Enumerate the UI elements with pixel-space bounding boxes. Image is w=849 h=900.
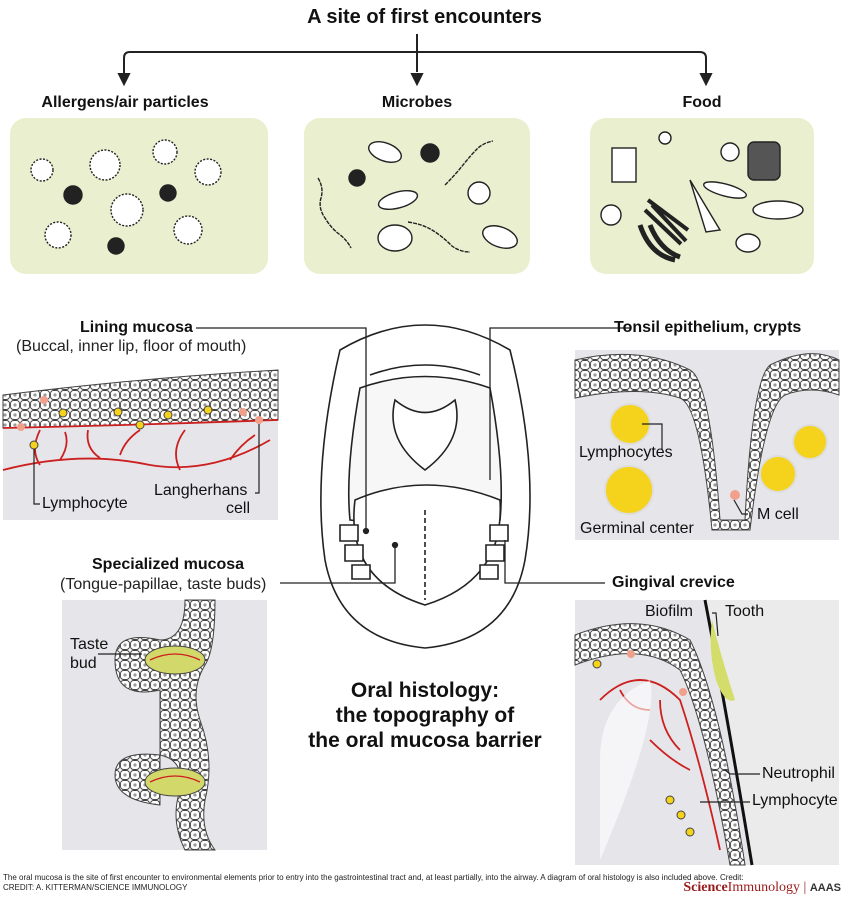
lining-mucosa-label: Lining mucosa — [80, 319, 193, 336]
allergens-panel — [10, 118, 268, 274]
branch-arrows — [117, 34, 713, 87]
center-title: Oral histology: the topography of the or… — [300, 678, 550, 753]
specialized-mucosa-sub: (Tongue-papillae, taste buds) — [60, 576, 267, 593]
neutrophil-label: Neutrophil — [762, 765, 835, 782]
gingival-label: Gingival crevice — [612, 574, 735, 591]
journal-logo: ScienceImmunology | AAAS — [683, 880, 841, 895]
lymphocyte-left-label: Lymphocyte — [42, 495, 128, 512]
diagram-title: A site of first encounters — [307, 6, 542, 28]
tonsil-illustration — [574, 350, 840, 540]
logo-aaas: AAAS — [809, 882, 841, 894]
caption-text: The oral mucosa is the site of first enc… — [3, 873, 744, 882]
logo-science: Science — [683, 880, 728, 895]
food-items-icon — [600, 131, 804, 263]
center-title-line3: the oral mucosa barrier — [308, 729, 542, 752]
lymphocytes-tonsil-label: Lymphocytes — [579, 444, 673, 461]
microbes-icon — [317, 140, 518, 253]
logo-immunology: Immunology — [727, 880, 801, 895]
center-title-line1: Oral histology: — [350, 679, 500, 702]
leader-lines — [196, 327, 630, 584]
specialized-mucosa-label: Specialized mucosa — [92, 556, 245, 573]
mouth-illustration — [320, 324, 531, 649]
taste-bud-illustration — [62, 599, 267, 851]
food-panel — [590, 118, 814, 274]
langerhans-label: Langherhans — [154, 482, 248, 499]
caption: The oral mucosa is the site of first enc… — [3, 873, 833, 893]
germinal-center-label: Germinal center — [580, 520, 694, 537]
tooth-label: Tooth — [725, 603, 765, 620]
tonsil-label: Tonsil epithelium, crypts — [614, 319, 802, 336]
caption-credit: CREDIT: A. KITTERMAN/SCIENCE IMMUNOLOGY — [3, 883, 188, 892]
lymphocyte-right-label: Lymphocyte — [752, 792, 838, 809]
bud-label: bud — [70, 655, 97, 672]
food-heading: Food — [682, 94, 722, 111]
lining-mucosa-sub: (Buccal, inner lip, floor of mouth) — [16, 338, 247, 355]
allergens-heading: Allergens/air particles — [41, 94, 209, 111]
gingival-illustration — [574, 599, 839, 866]
biofilm-label: Biofilm — [645, 603, 694, 620]
microbes-heading: Microbes — [381, 94, 453, 111]
lining-mucosa-illustration — [2, 369, 279, 520]
center-title-line2: the topography of — [335, 704, 515, 727]
pollen-particles-icon — [30, 139, 222, 255]
m-cell-label: M cell — [757, 506, 799, 523]
langerhans-cell-label: cell — [226, 500, 251, 517]
taste-label: Taste — [70, 636, 109, 653]
